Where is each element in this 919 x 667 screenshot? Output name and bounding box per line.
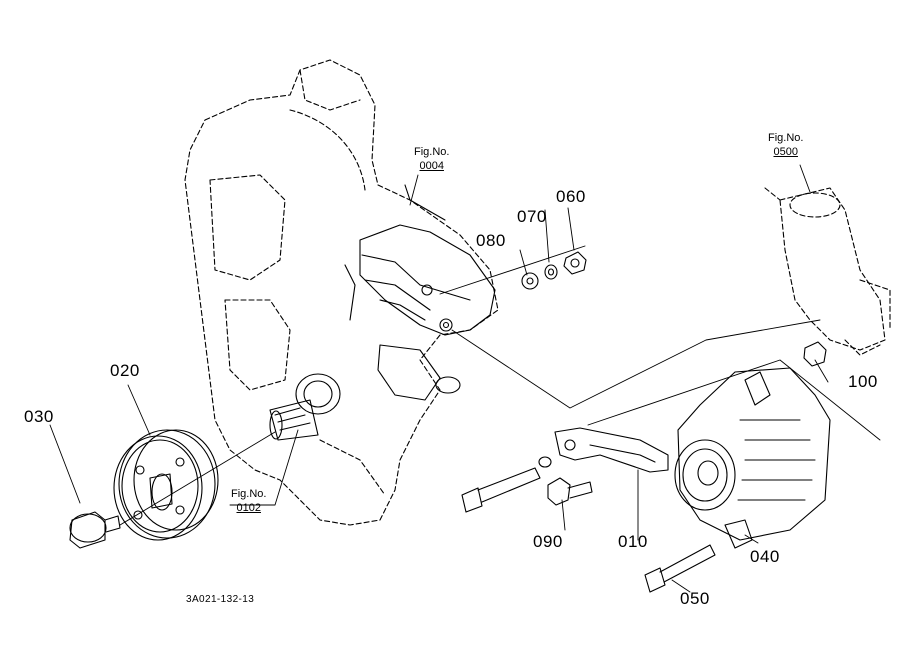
gear-case-outline	[184, 59, 499, 526]
figure-ref-number: 0500	[773, 146, 798, 158]
nut-100	[803, 341, 827, 367]
water-pump-housing	[344, 184, 496, 401]
alternator-bolt-050	[644, 544, 716, 593]
part-label-070: 070	[517, 207, 547, 226]
drawing-code: 3A021-132-13	[186, 594, 255, 605]
figure-ref-prefix: Fig.No.	[414, 146, 450, 158]
figure-ref-0102: Fig.No. 0102	[231, 487, 266, 515]
part-label-020: 020	[110, 361, 140, 380]
figure-ref-prefix: Fig.No.	[768, 132, 804, 144]
part-label-090: 090	[533, 532, 563, 551]
part-label-080: 080	[476, 231, 506, 250]
figure-ref-0004: Fig.No. 0004	[414, 145, 449, 173]
lock-washer-070	[544, 264, 558, 280]
adjusting-bracket	[554, 427, 669, 473]
plain-washer-080	[521, 272, 539, 290]
figure-ref-number: 0004	[419, 160, 444, 172]
bracket-long-bolt	[461, 456, 552, 513]
part-label-030: 030	[24, 407, 54, 426]
bolt-090	[547, 477, 593, 506]
figure-ref-0500: Fig.No. 0500	[768, 131, 803, 159]
crank-pulley	[113, 429, 219, 541]
thermostat-housing	[764, 187, 891, 356]
part-label-010: 010	[618, 532, 648, 551]
leader-lines	[49, 164, 881, 593]
figure-ref-number: 0102	[236, 502, 261, 514]
nut-060	[563, 251, 587, 275]
figure-ref-prefix: Fig.No.	[231, 488, 267, 500]
part-label-040: 040	[750, 547, 780, 566]
part-label-100: 100	[848, 372, 878, 391]
pulley-bolt	[69, 511, 121, 549]
part-label-050: 050	[680, 589, 710, 608]
crankshaft-nose	[269, 373, 341, 441]
alternator	[674, 367, 831, 549]
part-label-060: 060	[556, 187, 586, 206]
